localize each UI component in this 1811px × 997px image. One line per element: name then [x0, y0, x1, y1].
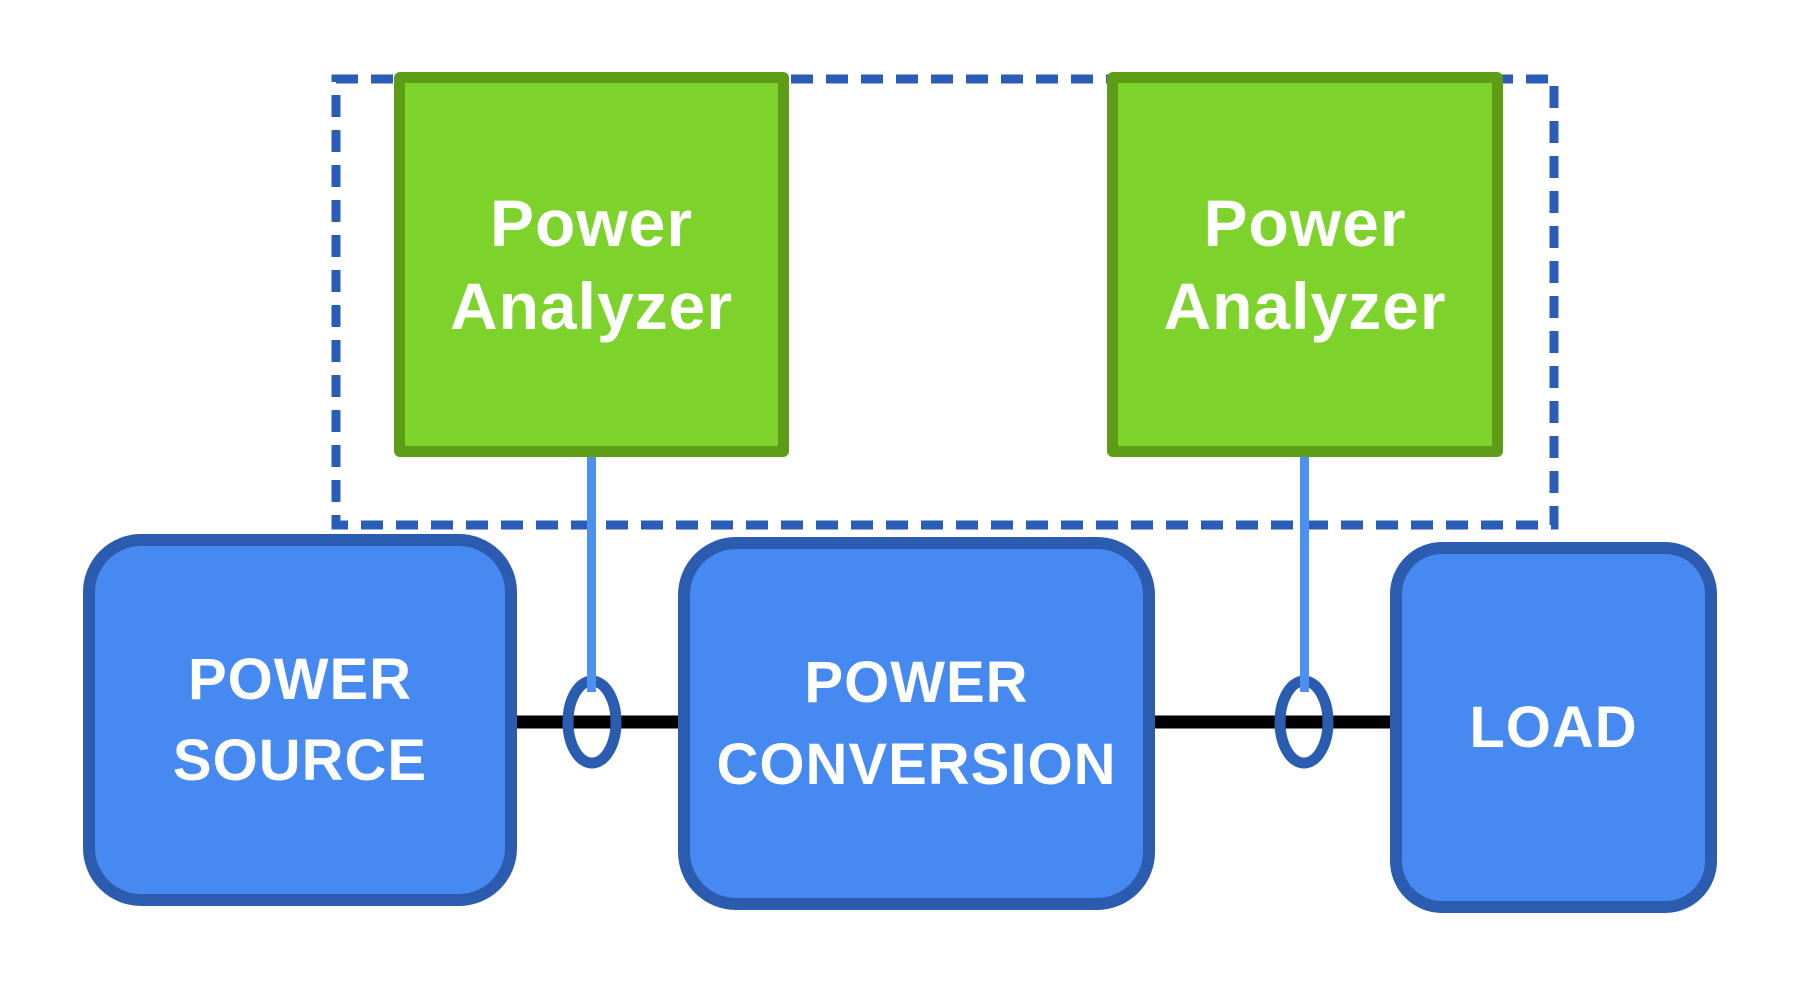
- load-label: LOAD: [1469, 687, 1637, 768]
- power-analyzer-1-label-line-2: Analyzer: [449, 268, 734, 343]
- power-source-label: POWER SOURCE: [173, 639, 427, 801]
- power-analyzer-2-label: Power Analyzer: [1163, 182, 1446, 347]
- power-analyzer-1-label: Power Analyzer: [450, 182, 733, 347]
- measurement-section-dashed-boundary: [331, 74, 1559, 530]
- power-source-box: POWER SOURCE: [83, 534, 517, 906]
- power-analyzer-2-label-line-1: Power: [1203, 186, 1407, 260]
- power-analyzer-box-2: Power Analyzer: [1107, 72, 1503, 457]
- power-conversion-label: POWER CONVERSION: [717, 642, 1117, 804]
- load-box: LOAD: [1390, 542, 1717, 913]
- power-analyzer-2-label-line-2: Analyzer: [1163, 268, 1447, 343]
- power-analyzer-1-label-line-1: Power: [489, 186, 694, 260]
- power-conversion-box: POWER CONVERSION: [678, 537, 1155, 910]
- load-label-line-1: LOAD: [1469, 694, 1638, 760]
- power-source-label-line-1: POWER: [187, 646, 413, 712]
- power-analyzer-box-1: Power Analyzer: [394, 72, 789, 457]
- power-source-label-line-2: SOURCE: [172, 728, 428, 793]
- power-conversion-label-line-1: POWER: [804, 650, 1029, 716]
- power-conversion-label-line-2: CONVERSION: [716, 731, 1117, 797]
